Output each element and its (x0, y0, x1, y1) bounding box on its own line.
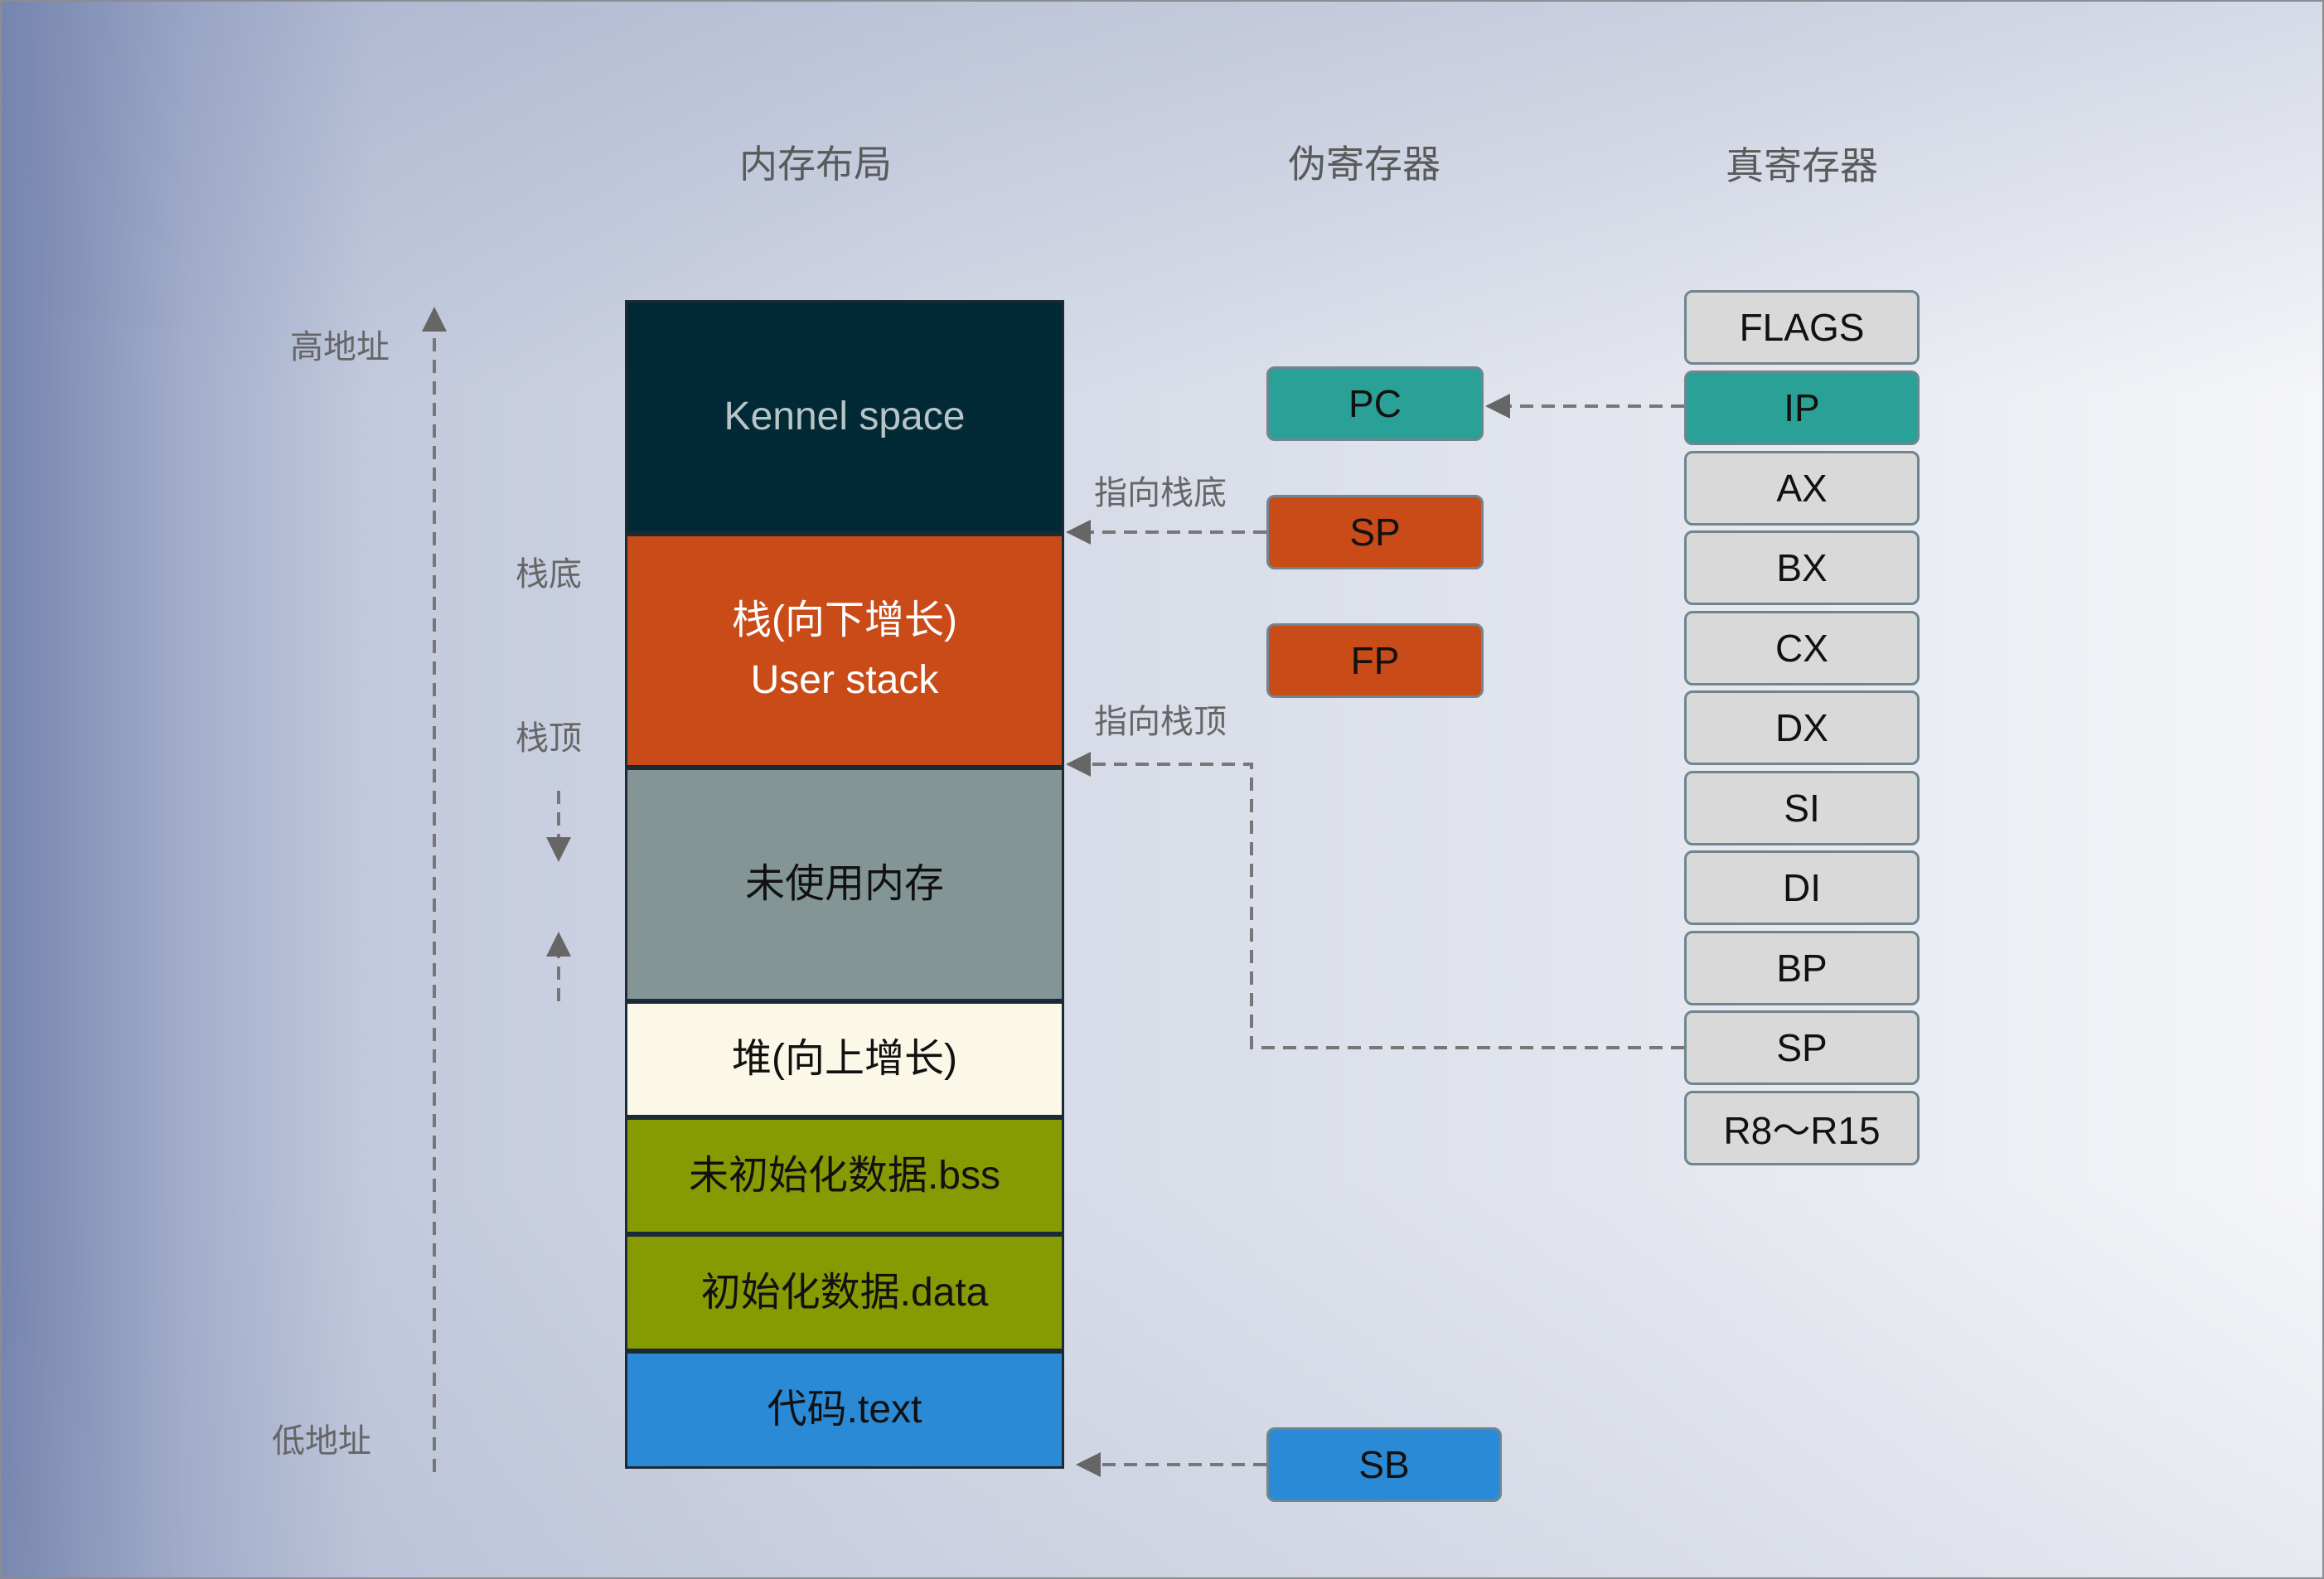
segment-stack-label: 栈(向下增长) (732, 598, 957, 642)
segment-user-stack: 栈(向下增长) User stack (625, 534, 1064, 768)
real-register-sp-label: SP (1776, 1026, 1828, 1069)
real-register-ax-label: AX (1776, 467, 1828, 510)
real-register-flags-label: FLAGS (1739, 306, 1865, 349)
segment-kernel-label: Kennel space (724, 395, 966, 438)
segment-bss-label: 未初始化数据.bss (688, 1153, 1001, 1198)
segment-text: 代码.text (625, 1351, 1064, 1469)
real-register-di-label: DI (1783, 866, 1821, 909)
pseudo-register-fp: FP (1266, 623, 1484, 698)
segment-kernel-space: Kennel space (625, 300, 1064, 534)
real-register-bx-label: BX (1776, 546, 1828, 589)
real-register-r8-r15-label: R8～R15 (1723, 1109, 1881, 1152)
real-sp-to-stack-top-connector (1066, 752, 1684, 1049)
segment-heap-label: 堆(向上增长) (732, 1037, 957, 1081)
real-register-bp: BP (1684, 931, 1920, 1005)
pseudo-register-fp-label: FP (1350, 639, 1400, 682)
real-register-bp-label: BP (1776, 947, 1828, 990)
pseudo-register-sp: SP (1266, 495, 1484, 569)
real-register-si-label: SI (1784, 787, 1820, 830)
high-address-label: 高地址 (290, 328, 390, 366)
heading-real-registers: 真寄存器 (1726, 143, 1878, 188)
segment-heap: 堆(向上增长) (625, 1001, 1064, 1117)
pseudo-register-sb-label: SB (1358, 1443, 1410, 1486)
real-register-bx: BX (1684, 530, 1920, 605)
annotation-points-to-stack-bottom: 指向栈底 (1094, 474, 1227, 512)
stack-top-label: 栈顶 (516, 719, 582, 758)
segment-data-label: 初始化数据.data (700, 1270, 989, 1315)
segment-stack-sublabel: User stack (750, 658, 939, 702)
pseudo-register-pc-label: PC (1348, 382, 1402, 425)
real-register-dx: DX (1684, 690, 1920, 765)
pseudo-register-sp-label: SP (1349, 511, 1401, 554)
real-register-si: SI (1684, 771, 1920, 845)
segment-unused-memory: 未使用内存 (625, 768, 1064, 1001)
real-register-cx-label: CX (1775, 627, 1828, 670)
real-register-flags: FLAGS (1684, 290, 1920, 365)
annotation-points-to-stack-top: 指向栈顶 (1094, 703, 1227, 741)
segment-text-label: 代码.text (767, 1388, 922, 1431)
heading-memory-layout: 内存布局 (739, 142, 892, 186)
real-register-ax: AX (1684, 451, 1920, 526)
real-register-ip: IP (1684, 371, 1920, 445)
segment-bss: 未初始化数据.bss (625, 1117, 1064, 1234)
stack-bottom-label: 栈底 (516, 555, 582, 593)
real-register-di: DI (1684, 850, 1920, 925)
segment-data: 初始化数据.data (625, 1234, 1064, 1351)
heading-pseudo-registers: 伪寄存器 (1288, 142, 1440, 186)
real-register-dx-label: DX (1775, 706, 1828, 749)
pseudo-register-sb: SB (1266, 1427, 1502, 1502)
real-register-ip-label: IP (1784, 386, 1820, 429)
real-register-r8-r15: R8～R15 (1684, 1091, 1920, 1165)
segment-unused-label: 未使用内存 (744, 862, 944, 906)
pseudo-register-pc: PC (1266, 366, 1484, 441)
low-address-label: 低地址 (272, 1422, 371, 1460)
real-register-cx: CX (1684, 611, 1920, 685)
real-register-sp: SP (1684, 1010, 1920, 1085)
